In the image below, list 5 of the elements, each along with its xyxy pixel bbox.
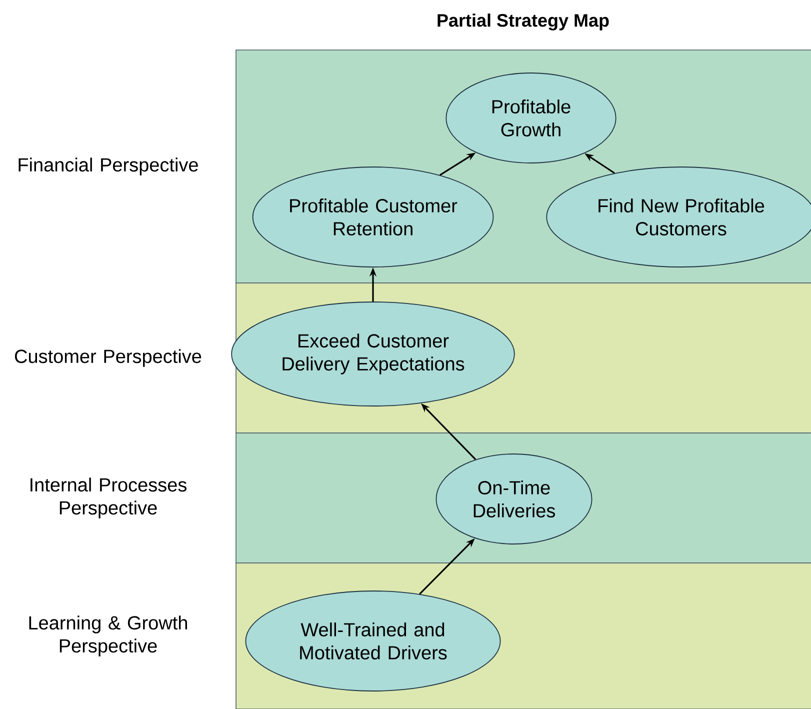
title: Partial Strategy Map — [438, 14, 609, 30]
perspective-label: Learning & Growth Perspective — [29, 616, 187, 656]
perspective-label: Customer Perspective — [14, 349, 202, 367]
perspective-label: Financial Perspective — [18, 158, 198, 176]
perspective-label: Internal Processes Perspective — [30, 478, 186, 518]
